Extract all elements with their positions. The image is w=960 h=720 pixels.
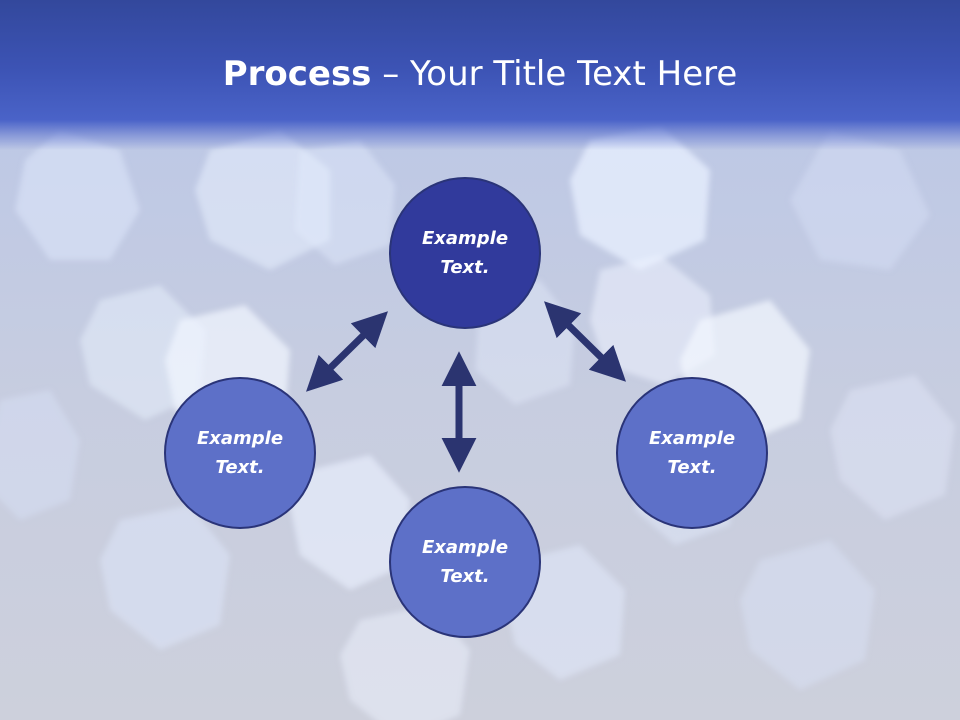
bokeh-shape <box>15 130 140 260</box>
bokeh-shape <box>830 375 955 520</box>
bokeh-shape <box>0 390 80 520</box>
bokeh-shape <box>570 125 710 270</box>
title-bold-part: Process <box>222 54 372 94</box>
bokeh-shape <box>740 540 875 690</box>
bokeh-shape <box>340 605 470 720</box>
node-label: Example Text. <box>421 228 509 278</box>
bokeh-shape <box>100 505 230 650</box>
node-label: Example Text. <box>421 537 509 587</box>
process-node-right[interactable]: Example Text. <box>616 377 768 529</box>
double-arrow-icon <box>306 311 388 392</box>
bokeh-shape <box>790 130 930 270</box>
title-rest-part: – Your Title Text Here <box>371 54 738 94</box>
bokeh-shape <box>295 140 395 265</box>
process-node-bottom[interactable]: Example Text. <box>389 486 541 638</box>
bokeh-shape <box>290 455 410 590</box>
process-node-top[interactable]: Example Text. <box>389 177 541 329</box>
slide-title: Process – Your Title Text Here <box>0 52 960 96</box>
node-label: Example Text. <box>648 428 736 478</box>
double-arrow-icon <box>544 301 626 382</box>
title-bar: Process – Your Title Text Here <box>0 0 960 150</box>
node-label: Example Text. <box>196 428 284 478</box>
bokeh-shape <box>195 130 330 270</box>
process-node-left[interactable]: Example Text. <box>164 377 316 529</box>
